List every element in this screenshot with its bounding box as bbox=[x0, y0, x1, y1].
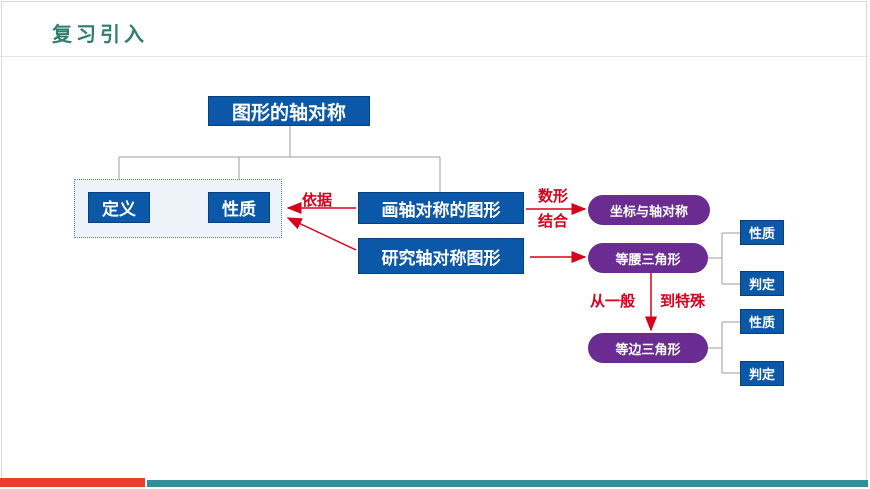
arrow-research-to-property bbox=[286, 217, 357, 251]
footer-bar-red bbox=[0, 478, 145, 487]
root-node: 图形的轴对称 bbox=[208, 96, 370, 126]
coordinate-node: 坐标与轴对称 bbox=[588, 195, 710, 225]
research-node: 研究轴对称图形 bbox=[358, 238, 524, 274]
basis-label: 依据 bbox=[302, 191, 333, 209]
numeric-label-line1: 数形 bbox=[538, 187, 569, 205]
drawing-node: 画轴对称的图形 bbox=[358, 192, 524, 224]
slide-title: 复习引入 bbox=[52, 22, 148, 46]
footer-bar-teal bbox=[147, 480, 868, 487]
equi-property-node: 性质 bbox=[740, 309, 784, 334]
equi-judge-node: 判定 bbox=[740, 361, 784, 386]
iso-property-node: 性质 bbox=[740, 220, 784, 245]
isosceles-node: 等腰三角形 bbox=[588, 243, 708, 273]
special-label: 到特殊 bbox=[660, 292, 706, 310]
equilateral-node: 等边三角形 bbox=[588, 333, 708, 363]
title-divider bbox=[0, 56, 868, 57]
definition-node: 定义 bbox=[88, 192, 150, 223]
numeric-label-line2: 结合 bbox=[538, 212, 569, 230]
general-label: 从一般 bbox=[590, 292, 636, 310]
property-node: 性质 bbox=[208, 192, 270, 223]
iso-judge-node: 判定 bbox=[740, 271, 784, 296]
